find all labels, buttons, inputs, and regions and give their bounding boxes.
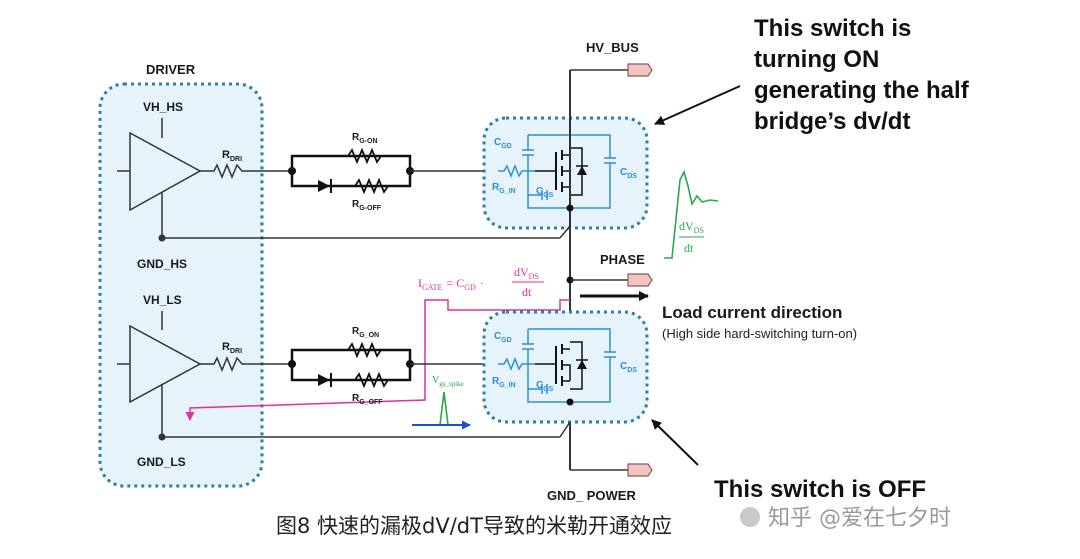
rdri-hs-label: RDRI (222, 149, 242, 163)
svg-text:CDS: CDS (620, 361, 637, 374)
svg-text:RG_IN: RG_IN (492, 376, 516, 389)
vh-hs-label: VH_HS (143, 100, 183, 114)
svg-text:CGS: CGS (536, 380, 554, 393)
top-note: This switch is turning ON generating the… (754, 15, 975, 135)
hv-bus-connector (627, 63, 653, 77)
svg-text:dt: dt (522, 285, 532, 299)
igate-path (185, 299, 570, 421)
ls-off-diode (318, 374, 330, 386)
rdri-ls-resistor (200, 356, 292, 372)
ls-mosfet-box (482, 310, 649, 424)
figure-caption: 图8 快速的漏极dV/dT导致的米勒开通效应 (276, 514, 672, 538)
hs-mosfet-box (482, 116, 649, 230)
svg-text:dVDS: dVDS (514, 265, 539, 281)
driver-title: DRIVER (146, 62, 196, 77)
gnd-hs-label: GND_HS (137, 257, 187, 271)
gnd-power-connector (627, 463, 653, 477)
rg-off-ls-label: RG_OFF (352, 393, 383, 406)
phase-label: PHASE (600, 252, 645, 267)
svg-text:dt: dt (684, 241, 694, 255)
svg-text:RG_IN: RG_IN (492, 182, 516, 195)
igate-equation: IGATE= CGD· (418, 276, 484, 292)
svg-text:Vgs_spike: Vgs_spike (432, 375, 464, 388)
driver-box (98, 82, 264, 488)
gnd-ls-label: GND_LS (137, 455, 186, 469)
rdri-hs-resistor (200, 163, 292, 179)
dvds-waveform (664, 169, 719, 259)
rg-on-hs-label: RG-ON (352, 132, 378, 145)
watermark: 知乎 @爱在七夕时 (768, 506, 951, 531)
load-current-title: Load current direction (662, 303, 842, 322)
vh-ls-label: VH_LS (143, 293, 182, 307)
gnd-power-label: GND_ POWER (547, 488, 636, 503)
svg-text:CDS: CDS (620, 167, 637, 180)
rdri-ls-label: RDRI (222, 341, 242, 355)
load-current-subtitle: (High side hard-switching turn-on) (662, 326, 857, 341)
zhihu-logo-icon (740, 507, 760, 527)
bottom-note: This switch is OFF (714, 476, 926, 503)
svg-text:CGD: CGD (494, 137, 512, 150)
hv-bus-label: HV_BUS (586, 40, 639, 55)
svg-text:CGS: CGS (536, 186, 554, 199)
rg-off-hs-label: RG-OFF (352, 199, 382, 212)
rg-on-ls-label: RG_ON (352, 326, 379, 339)
svg-text:CGD: CGD (494, 331, 512, 344)
hs-off-diode (318, 180, 330, 192)
vgs-spike-waveform (412, 391, 460, 426)
phase-connector (627, 273, 653, 287)
svg-text:dVDS: dVDS (679, 219, 704, 235)
